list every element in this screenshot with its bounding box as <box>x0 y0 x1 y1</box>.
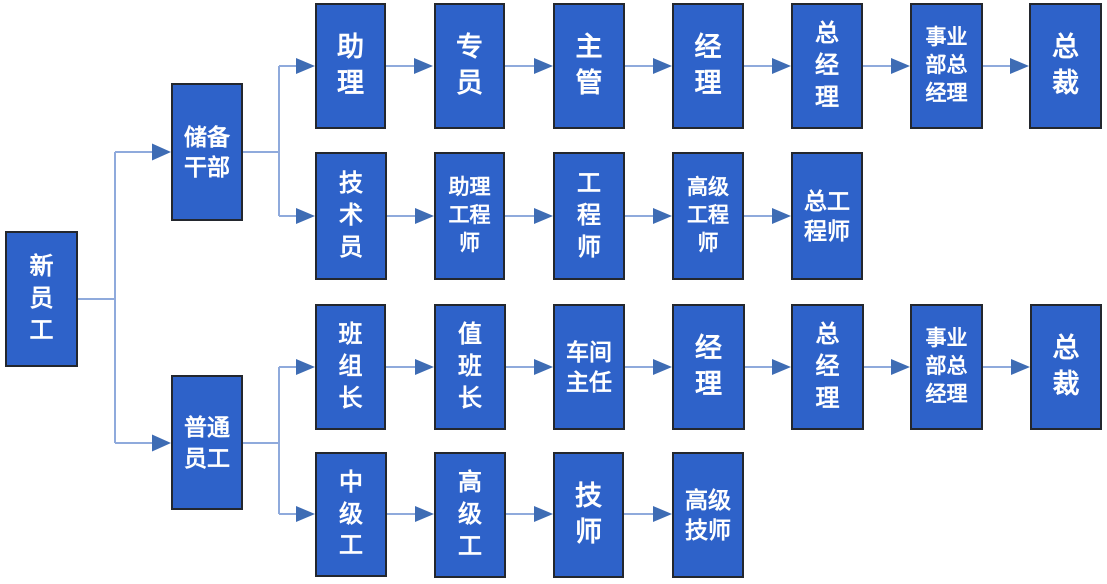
node-general-manager-track2: 总 经 理 <box>791 304 864 430</box>
connector-lines <box>78 65 1012 515</box>
node-engineer: 工 程 师 <box>553 152 625 280</box>
arrowhead-icon <box>653 359 672 375</box>
node-division-general-manager-track2: 事业 部总 经理 <box>910 304 983 430</box>
arrowhead-icon <box>415 208 434 224</box>
node-supervisor: 主 管 <box>553 3 625 129</box>
arrowhead-icon <box>653 506 672 522</box>
arrowhead-icon <box>653 58 672 74</box>
node-senior-engineer: 高级 工程 师 <box>672 152 744 280</box>
node-senior-worker: 高 级 工 <box>434 452 506 578</box>
arrowhead-icon <box>152 434 171 452</box>
arrowhead-icon <box>415 359 434 375</box>
node-team-leader: 班 组 长 <box>315 304 386 430</box>
arrowhead-icon <box>296 58 315 74</box>
node-technician-master: 技 师 <box>553 452 624 578</box>
arrowhead-icon <box>891 58 910 74</box>
arrowhead-icon <box>415 506 434 522</box>
node-ordinary-employee: 普通 员工 <box>171 375 243 510</box>
node-president-track2: 总 裁 <box>1030 304 1102 430</box>
arrowhead-icon <box>296 359 315 375</box>
node-manager-track1: 经 理 <box>672 3 744 129</box>
node-new-employee: 新 员 工 <box>5 231 78 367</box>
arrowhead-icon <box>653 208 672 224</box>
arrowhead-icons <box>152 58 1030 522</box>
arrowhead-icon <box>1010 58 1029 74</box>
arrowhead-icon <box>1011 359 1030 375</box>
arrowhead-icon <box>152 143 171 161</box>
node-technician: 技 术 员 <box>315 152 387 280</box>
arrowhead-icon <box>296 208 315 224</box>
node-president-track1: 总 裁 <box>1029 3 1102 129</box>
arrowhead-icon <box>772 58 791 74</box>
node-general-manager-track1: 总 经 理 <box>791 3 863 129</box>
arrowhead-icon <box>534 58 553 74</box>
node-manager-track2: 经 理 <box>672 304 745 430</box>
arrowhead-icon <box>772 208 791 224</box>
node-chief-engineer: 总工 程师 <box>791 152 863 280</box>
node-division-general-manager-track1: 事业 部总 经理 <box>910 3 983 129</box>
arrowhead-icon <box>534 506 553 522</box>
node-reserve-cadre: 储备 干部 <box>171 83 243 221</box>
node-assistant-engineer: 助理 工程 师 <box>434 152 505 280</box>
arrowhead-icon <box>891 359 910 375</box>
node-workshop-director: 车间 主任 <box>553 304 625 430</box>
arrowhead-icon <box>772 359 791 375</box>
arrowhead-icon <box>534 359 553 375</box>
node-shift-leader: 值 班 长 <box>434 304 506 430</box>
node-specialist: 专 员 <box>434 3 505 129</box>
node-senior-technician: 高级 技师 <box>672 452 744 578</box>
arrowhead-icon <box>296 506 315 522</box>
node-intermediate-worker: 中 级 工 <box>315 452 387 577</box>
node-assistant: 助 理 <box>315 3 386 129</box>
arrowhead-icon <box>414 58 433 74</box>
arrowhead-icon <box>534 208 553 224</box>
